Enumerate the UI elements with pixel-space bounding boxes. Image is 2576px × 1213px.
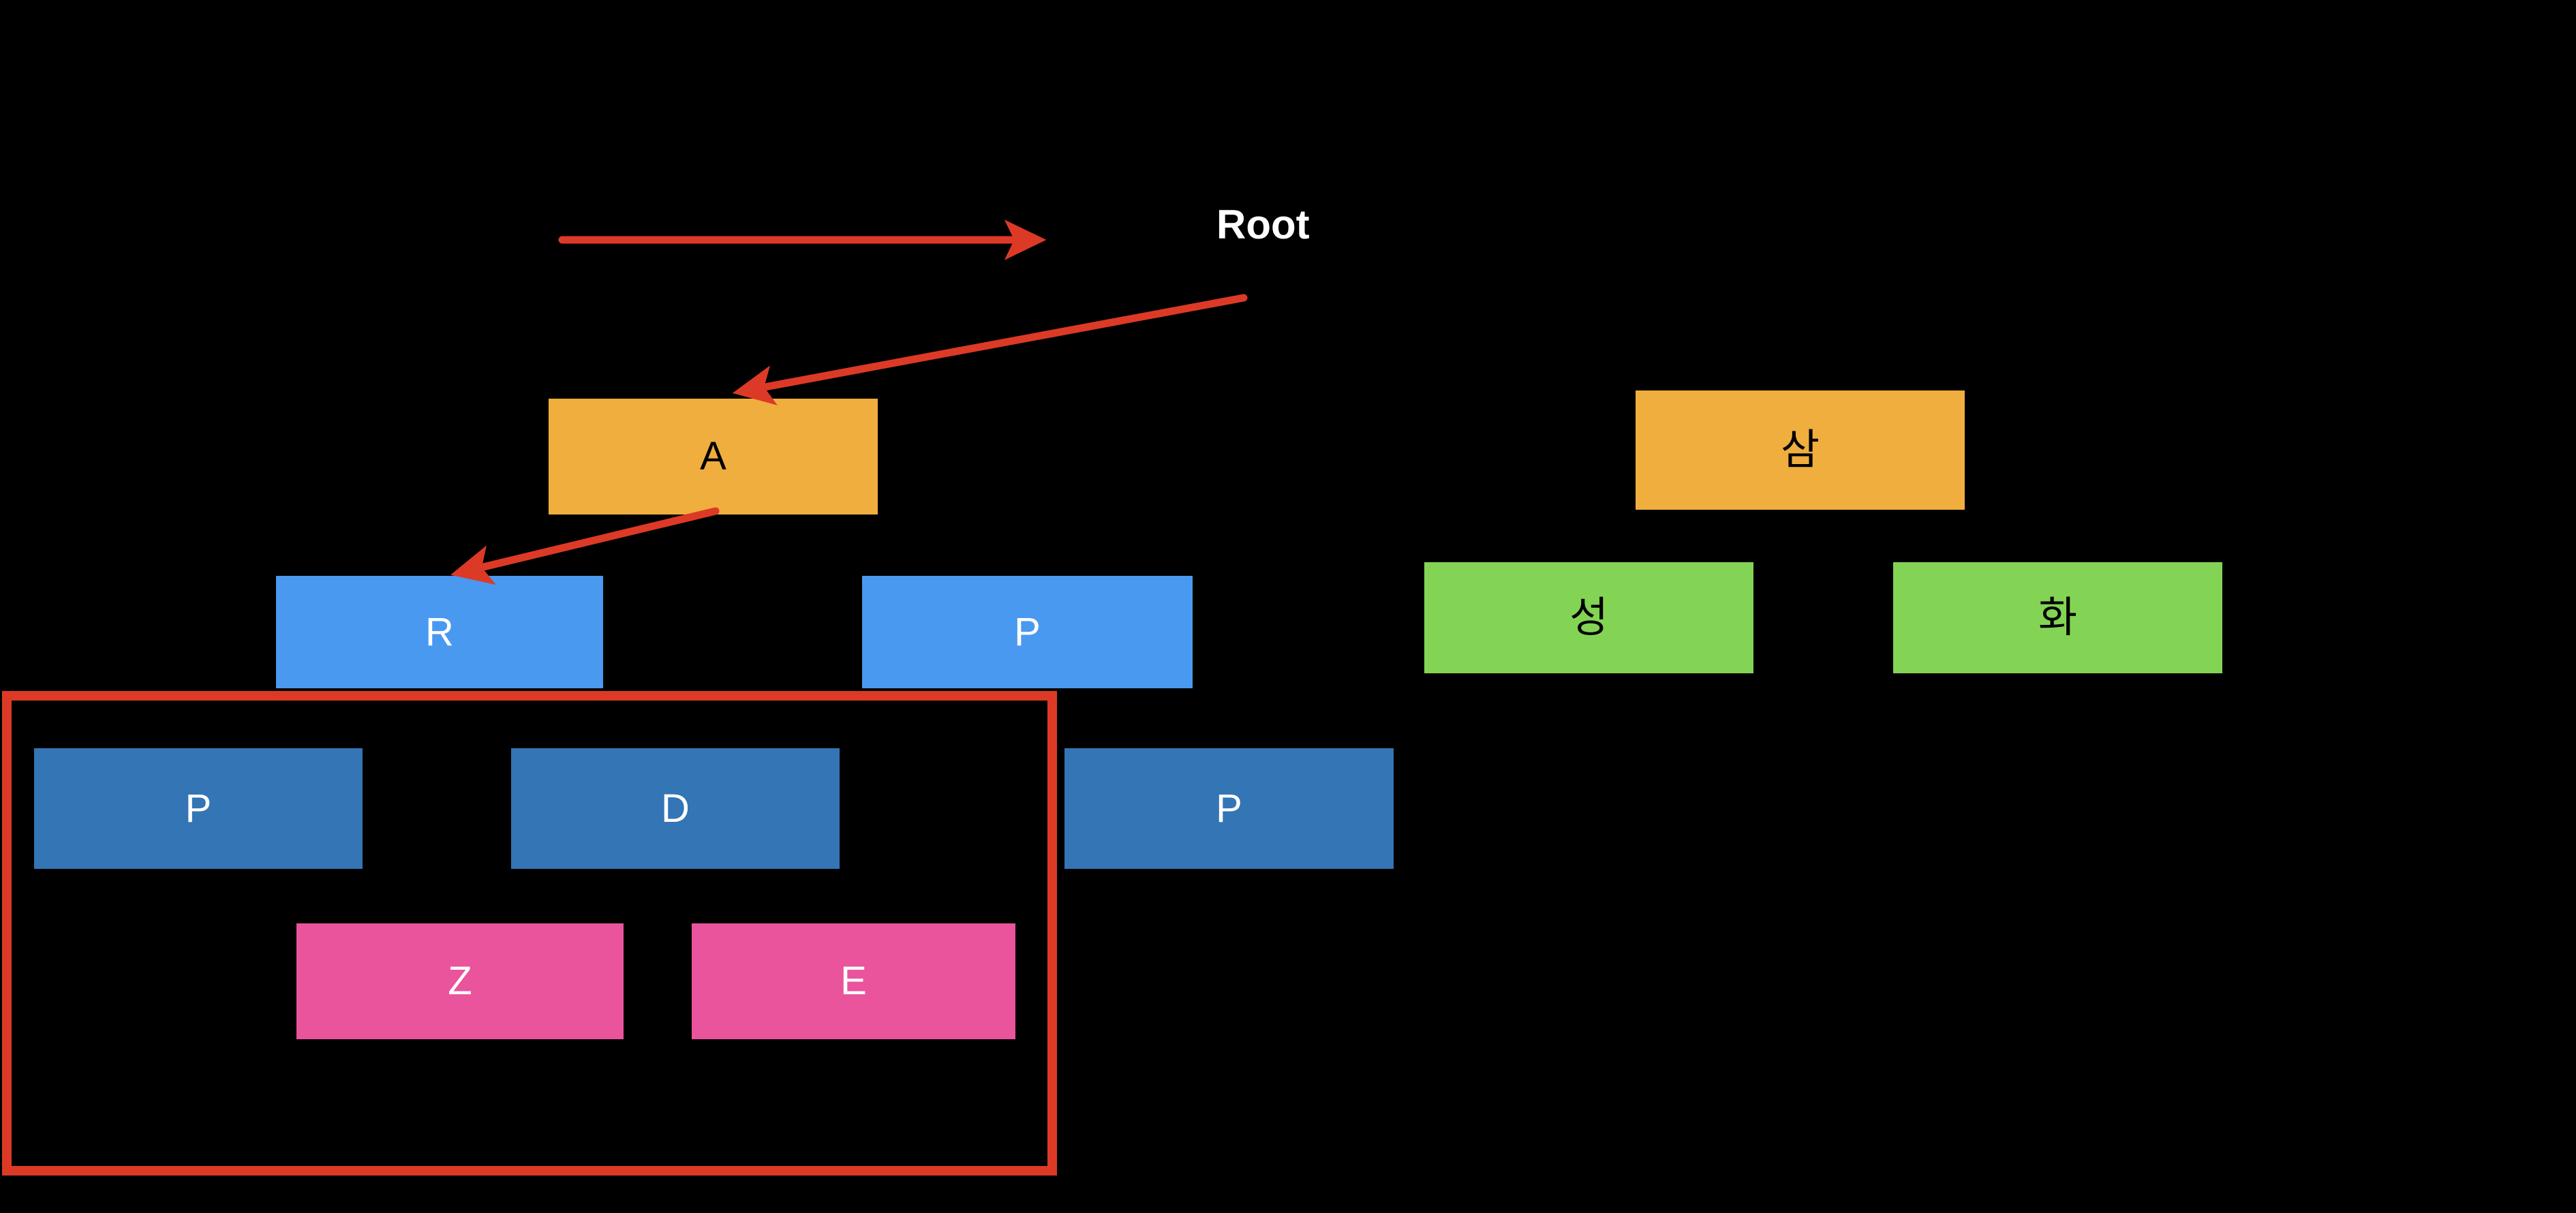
node-p-blue-label: P: [1014, 609, 1041, 654]
node-hwa[interactable]: 화: [1893, 562, 2222, 673]
node-seong[interactable]: 성: [1424, 562, 1753, 673]
node-p-2[interactable]: P: [1064, 748, 1394, 869]
node-p-2-label: P: [1216, 786, 1242, 831]
selection-rectangle: [2, 691, 1057, 1176]
arrow-root-to-a-icon: [732, 294, 1248, 405]
node-sam[interactable]: 삼: [1636, 390, 1965, 510]
node-z-label: Z: [448, 959, 472, 1003]
node-sam-label: 삼: [1780, 426, 1820, 474]
node-hwa-label: 화: [2038, 594, 2078, 641]
node-r-label: R: [425, 609, 454, 654]
node-d-label: D: [661, 786, 690, 831]
root-label: Root: [1216, 202, 1310, 247]
node-a-label: A: [700, 434, 726, 478]
node-e[interactable]: E: [692, 923, 1015, 1039]
node-a[interactable]: A: [549, 399, 878, 515]
node-e-label: E: [840, 959, 867, 1003]
node-p-1-label: P: [185, 786, 212, 831]
arrow-a-to-r-icon: [450, 507, 720, 585]
node-p-1[interactable]: P: [34, 748, 363, 869]
node-z[interactable]: Z: [296, 923, 624, 1039]
node-r[interactable]: R: [276, 576, 603, 688]
node-seong-label: 성: [1569, 594, 1609, 641]
node-d[interactable]: D: [511, 748, 840, 869]
node-p-blue[interactable]: P: [862, 576, 1193, 688]
